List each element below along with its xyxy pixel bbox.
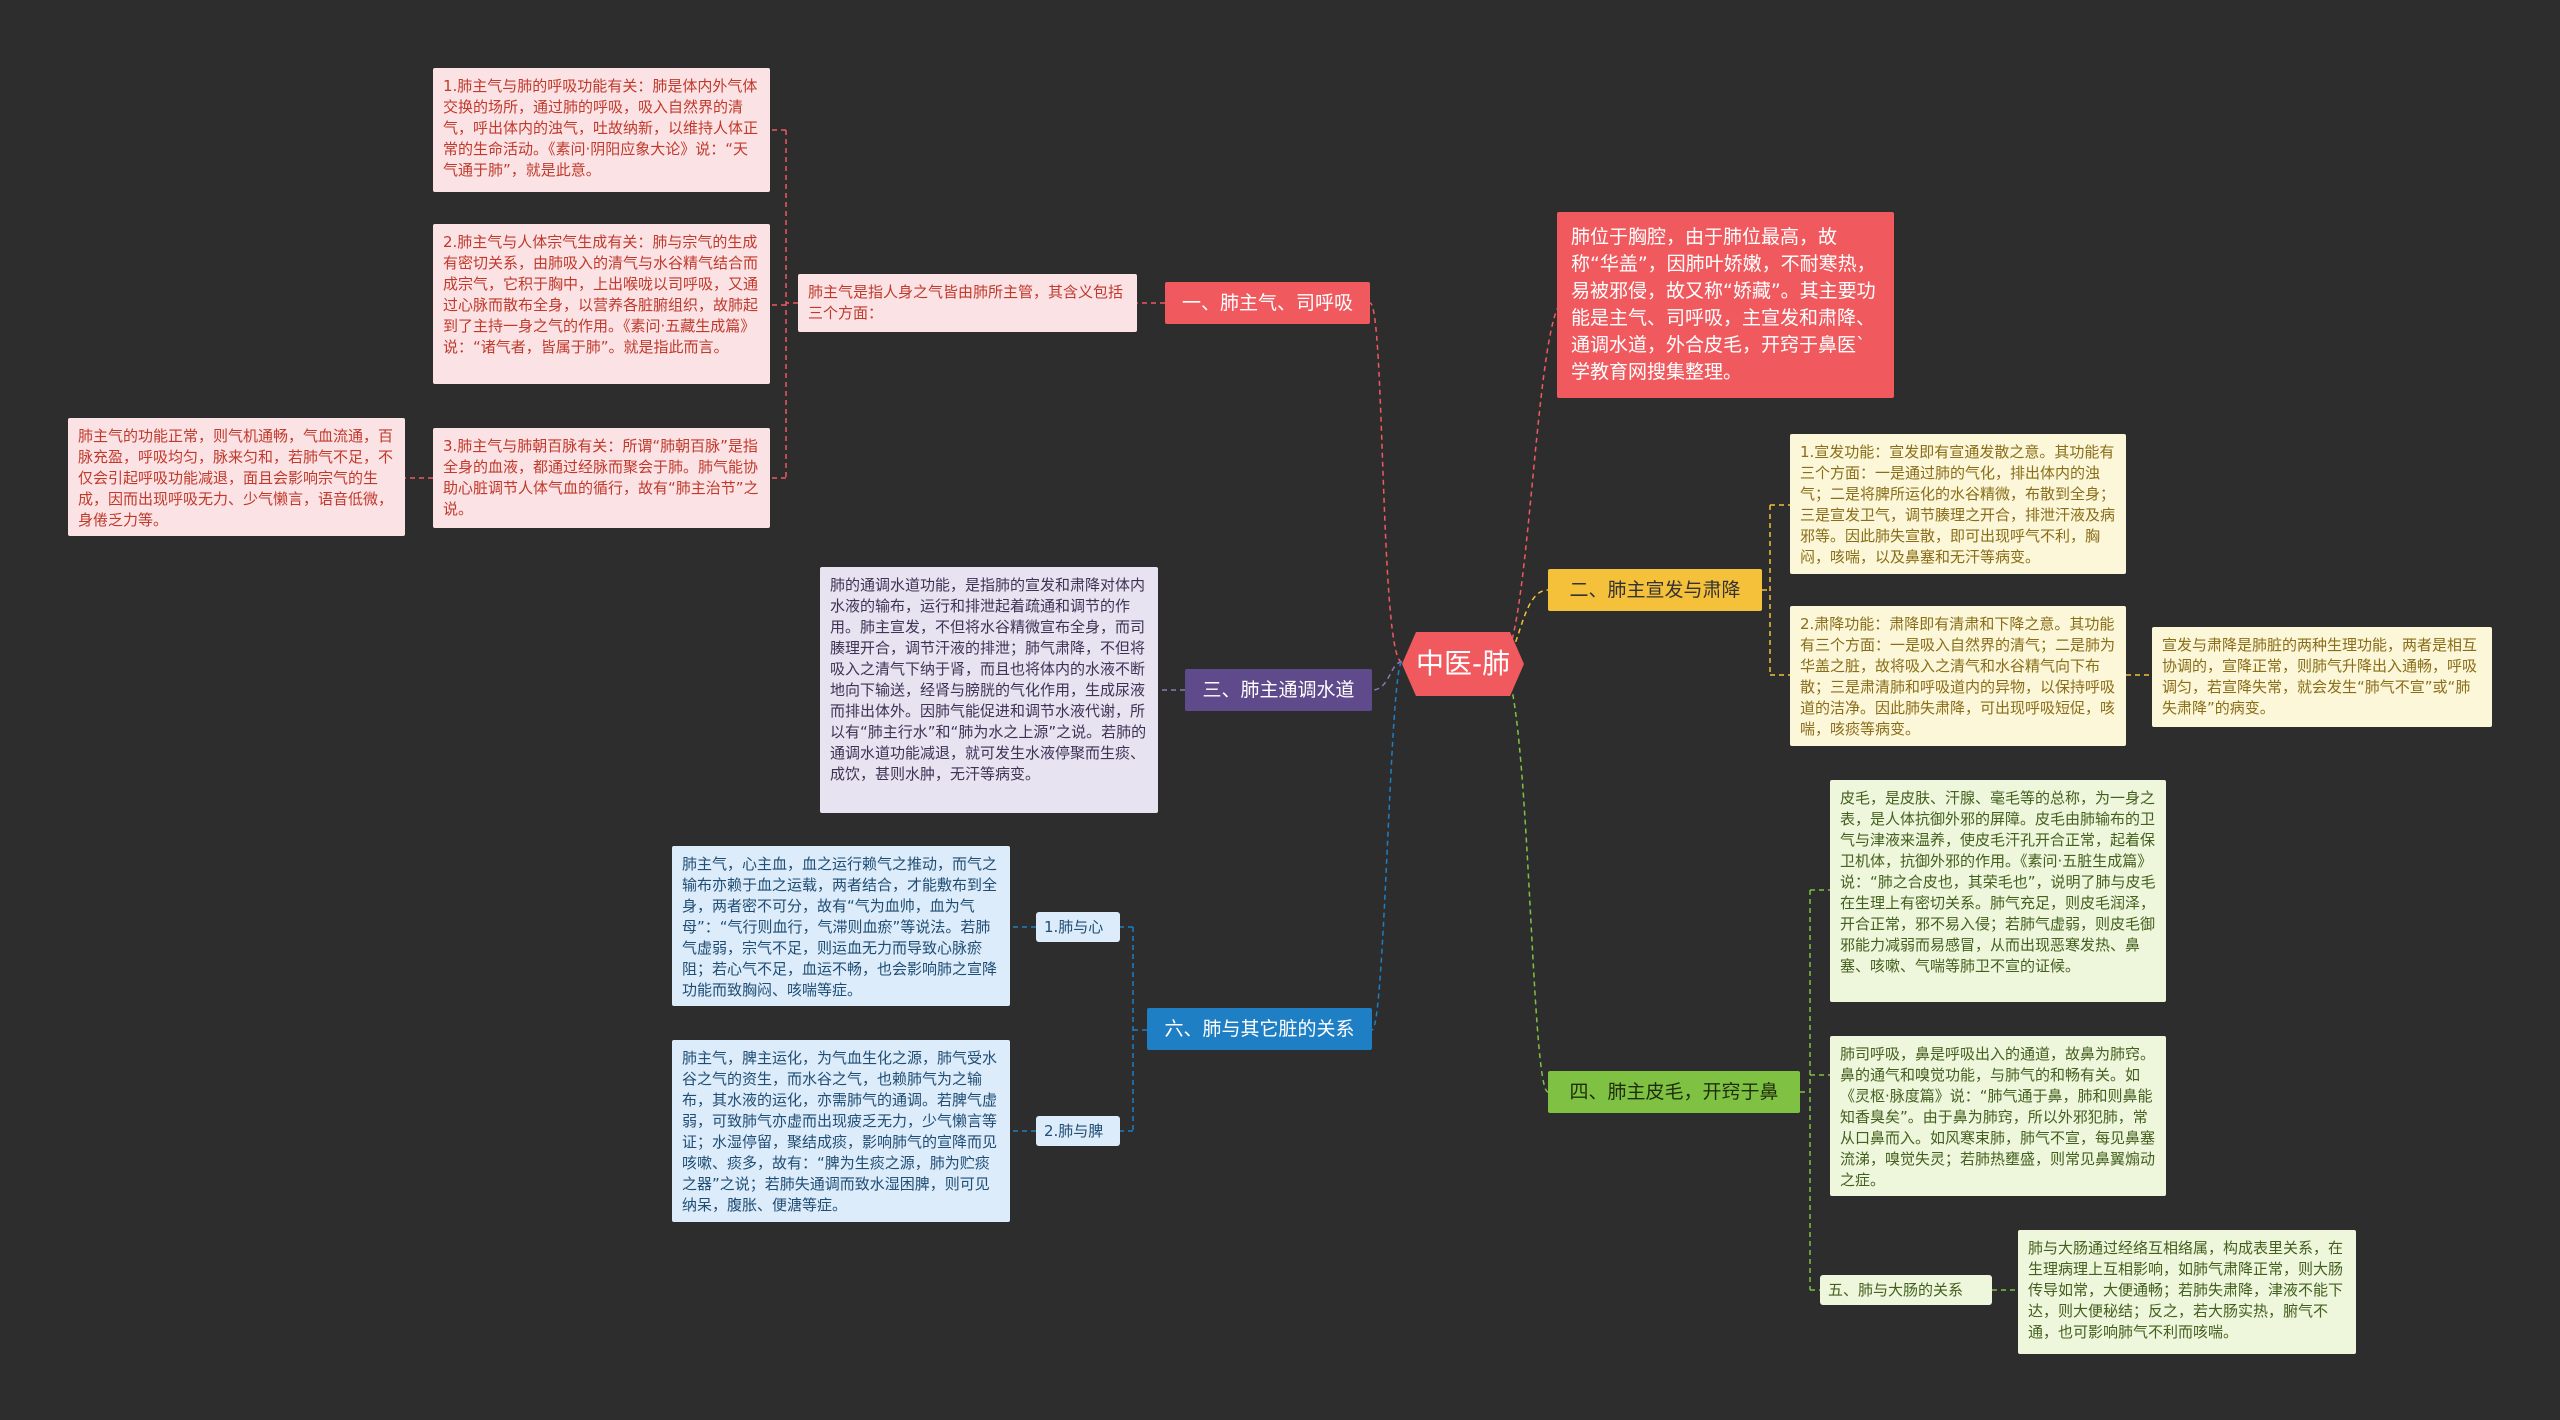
branch-6-item-1-label[interactable]: 1.肺与心 [1036, 912, 1120, 942]
center-node[interactable]: 中医-肺 [1402, 632, 1524, 696]
center-hexagon-shape [1402, 632, 1524, 696]
branch-6-label[interactable]: 六、肺与其它脏的关系 [1147, 1008, 1372, 1050]
connector-branch6-items [1120, 926, 1147, 1132]
branch-6-item-1-text[interactable]: 肺主气，心主血，血之运行赖气之推动，而气之输布亦赖于血之运载，两者结合，才能敷布… [672, 846, 1010, 1006]
branch-1-summary[interactable]: 肺主气是指人身之气皆由肺所主管，其含义包括三个方面： [798, 274, 1137, 332]
connector-center-branch1 [1369, 302, 1403, 663]
branch-3-label[interactable]: 三、肺主通调水道 [1185, 669, 1372, 711]
branch-2-item-1[interactable]: 1.宣发功能：宣发即有宣通发散之意。其功能有三个方面：一是通过肺的气化，排出体内… [1790, 434, 2126, 574]
connector-center-branch4 [1499, 661, 1549, 1093]
branch-1-detail[interactable]: 肺主气的功能正常，则气机通畅，气血流通，百脉充盈，呼吸均匀，脉来匀和，若肺气不足… [68, 418, 405, 536]
branch-6-item-2-text[interactable]: 肺主气，脾主运化，为气血生化之源，肺气受水谷之气的资生，而水谷之气，也赖肺气为之… [672, 1040, 1010, 1222]
connector-center-branch6 [1371, 661, 1403, 1031]
branch-2-note[interactable]: 宣发与肃降是肺脏的两种生理功能，两者是相互协调的，宣降正常，则肺气升降出入通畅，… [2152, 627, 2492, 727]
branch-1-label[interactable]: 一、肺主气、司呼吸 [1165, 282, 1370, 324]
branch-1-item-3[interactable]: 3.肺主气与肺朝百脉有关：所谓“肺朝百脉”是指全身的血液，都通过经脉而聚会于肺。… [433, 428, 770, 528]
center-label: 中医-肺 [1415, 647, 1511, 680]
branch-1-item-1[interactable]: 1.肺主气与肺的呼吸功能有关：肺是体内外气体交换的场所，通过肺的呼吸，吸入自然界… [433, 68, 770, 192]
branch-6-item-2-label[interactable]: 2.肺与脾 [1036, 1116, 1120, 1146]
intro-box[interactable]: 肺位于胸腔，由于肺位最高，故称“华盖”，因肺叶娇嫩，不耐寒热，易被邪侵，故又称“… [1557, 212, 1894, 398]
branch-2-item-2[interactable]: 2.肃降功能：肃降即有清肃和下降之意。其功能有三个方面：一是吸入自然界的清气；二… [1790, 606, 2126, 746]
branch-5-label[interactable]: 五、肺与大肠的关系 [1820, 1275, 1992, 1305]
branch-5-text[interactable]: 肺与大肠通过经络互相络属，构成表里关系，在生理病理上互相影响，如肺气肃降正常，则… [2018, 1230, 2356, 1354]
branch-1-item-2[interactable]: 2.肺主气与人体宗气生成有关：肺与宗气的生成有密切关系，由肺吸入的清气与水谷精气… [433, 224, 770, 384]
connector-center-branch3 [1371, 661, 1403, 691]
branch-2-label[interactable]: 二、肺主宣发与肃降 [1548, 569, 1762, 611]
connector-branch4-items [1800, 889, 1830, 1291]
connector-branch6-texts [1010, 926, 1036, 1132]
connector-center-branch2 [1499, 589, 1549, 663]
branch-4-item-2[interactable]: 肺司呼吸，鼻是呼吸出入的通道，故鼻为肺窍。鼻的通气和嗅觉功能，与肺气的和畅有关。… [1830, 1036, 2166, 1196]
branch-4-item-1[interactable]: 皮毛，是皮肤、汗腺、毫毛等的总称，为一身之表，是人体抗御外邪的屏障。皮毛由肺输布… [1830, 780, 2166, 1002]
connector-branch2-items [1762, 504, 1790, 676]
branch-3-text[interactable]: 肺的通调水道功能，是指肺的宣发和肃降对体内水液的输布，运行和排泄起着疏通和调节的… [820, 567, 1158, 813]
connector-branch1-items [770, 129, 798, 479]
branch-4-label[interactable]: 四、肺主皮毛，开窍于鼻 [1548, 1071, 1800, 1113]
